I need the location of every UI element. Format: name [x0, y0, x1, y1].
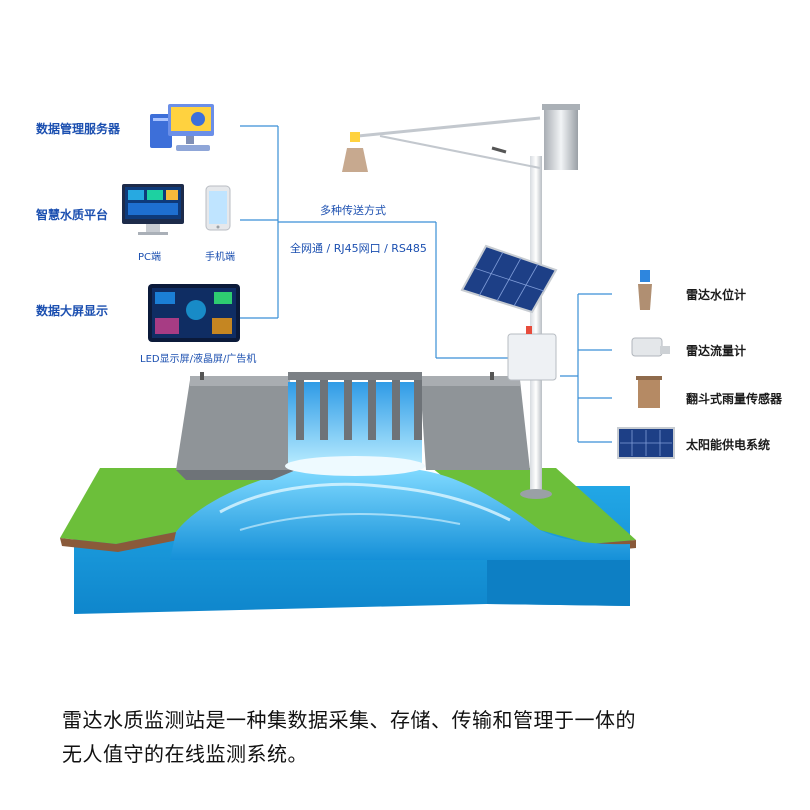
label-sensor-radar-level: 雷达水位计 [686, 288, 747, 302]
label-transmission-methods: 全网通 / RJ45网口 / RS485 [290, 242, 427, 255]
label-sensor-rain-gauge: 翻斗式雨量传感器 [686, 392, 783, 406]
label-led: LED显示屏/液晶屏/广告机 [140, 354, 257, 365]
description-line-1: 雷达水质监测站是一种集数据采集、存储、传输和管理于一体的 [62, 708, 636, 732]
monitoring-pole [342, 104, 580, 499]
label-bigscreen: 数据大屏显示 [36, 304, 109, 318]
left-connector-lines [240, 125, 508, 359]
radar-flow-meter-icon [631, 337, 670, 357]
ground-base [60, 468, 636, 614]
label-platform: 智慧水质平台 [36, 208, 109, 222]
solar-panel-icon [617, 427, 675, 459]
phone-icon [205, 185, 231, 231]
rain-gauge-icon [636, 376, 662, 408]
pc-monitor-icon [122, 184, 184, 235]
label-phone: 手机端 [205, 252, 235, 263]
label-sensor-radar-flow: 雷达流量计 [686, 344, 747, 358]
label-pc: PC端 [138, 252, 162, 263]
label-server: 数据管理服务器 [36, 122, 121, 136]
description-line-2: 无人值守的在线监测系统。 [62, 742, 308, 766]
right-connector-lines [560, 293, 612, 443]
radar-level-gauge-icon [638, 270, 652, 310]
server-computer-icon [150, 104, 214, 151]
dam-structure [176, 372, 530, 480]
label-transmission-title: 多种传送方式 [320, 204, 386, 217]
label-sensor-solar: 太阳能供电系统 [686, 438, 771, 452]
led-screen-icon [148, 284, 240, 342]
